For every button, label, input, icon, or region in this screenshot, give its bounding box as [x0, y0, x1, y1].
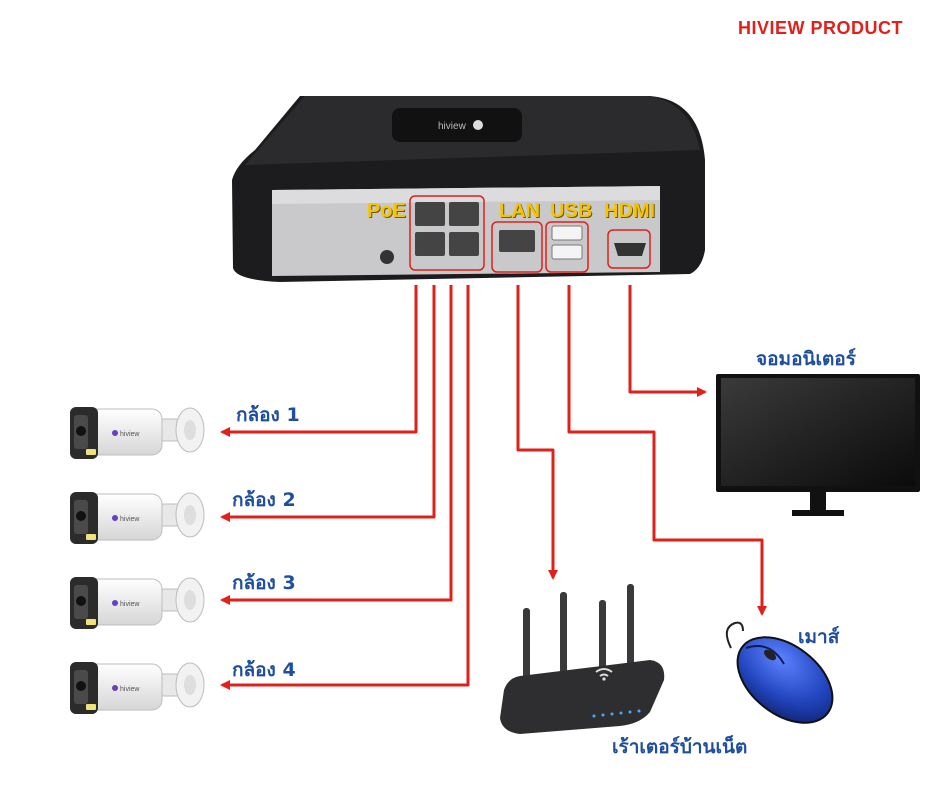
nvr-recorder: hiview: [232, 96, 705, 282]
camera-2: [69, 491, 205, 545]
camera-4-label: กล้อง 4: [232, 659, 296, 681]
camera-2-label: กล้อง 2: [232, 489, 296, 511]
wire-monitor: [628, 285, 707, 397]
nvr-top-badge: [392, 108, 522, 142]
poe-ports: [409, 195, 485, 271]
wire-camera-3: [220, 285, 453, 605]
camera-1: [69, 406, 205, 460]
wire-camera-1: [220, 285, 418, 437]
mouse: [725, 621, 834, 724]
wires: [220, 285, 767, 690]
camera-3-label: กล้อง 3: [232, 572, 296, 594]
port-label-hdmi: HDMI: [604, 200, 656, 222]
camera-3: [69, 576, 205, 630]
monitor-label: จอมอนิเตอร์: [756, 348, 856, 370]
wire-mouse: [567, 285, 767, 616]
brand-title: HIVIEW PRODUCT: [738, 18, 904, 38]
wire-router: [516, 285, 558, 580]
hiview-logo-icon: [473, 120, 483, 130]
port-label-lan: LAN: [499, 200, 541, 222]
camera-4: [69, 661, 205, 715]
usb-ports: [545, 221, 589, 273]
port-label-poe: PoE: [367, 200, 406, 222]
wire-camera-4: [220, 285, 470, 690]
router-label: เร้าเตอร์บ้านเน็ต: [612, 736, 748, 758]
hdmi-port: [607, 229, 651, 269]
wire-camera-2: [220, 285, 436, 522]
lan-port: [491, 221, 543, 273]
port-label-usb: USB: [550, 200, 593, 222]
nvr-logo-text: hiview: [438, 121, 467, 132]
monitor: [716, 374, 920, 516]
power-jack-icon: [380, 250, 394, 264]
wifi-icon: [595, 668, 613, 673]
router: [500, 584, 665, 734]
camera-1-label: กล้อง 1: [236, 404, 300, 426]
mouse-label: เมาส์: [798, 626, 840, 648]
